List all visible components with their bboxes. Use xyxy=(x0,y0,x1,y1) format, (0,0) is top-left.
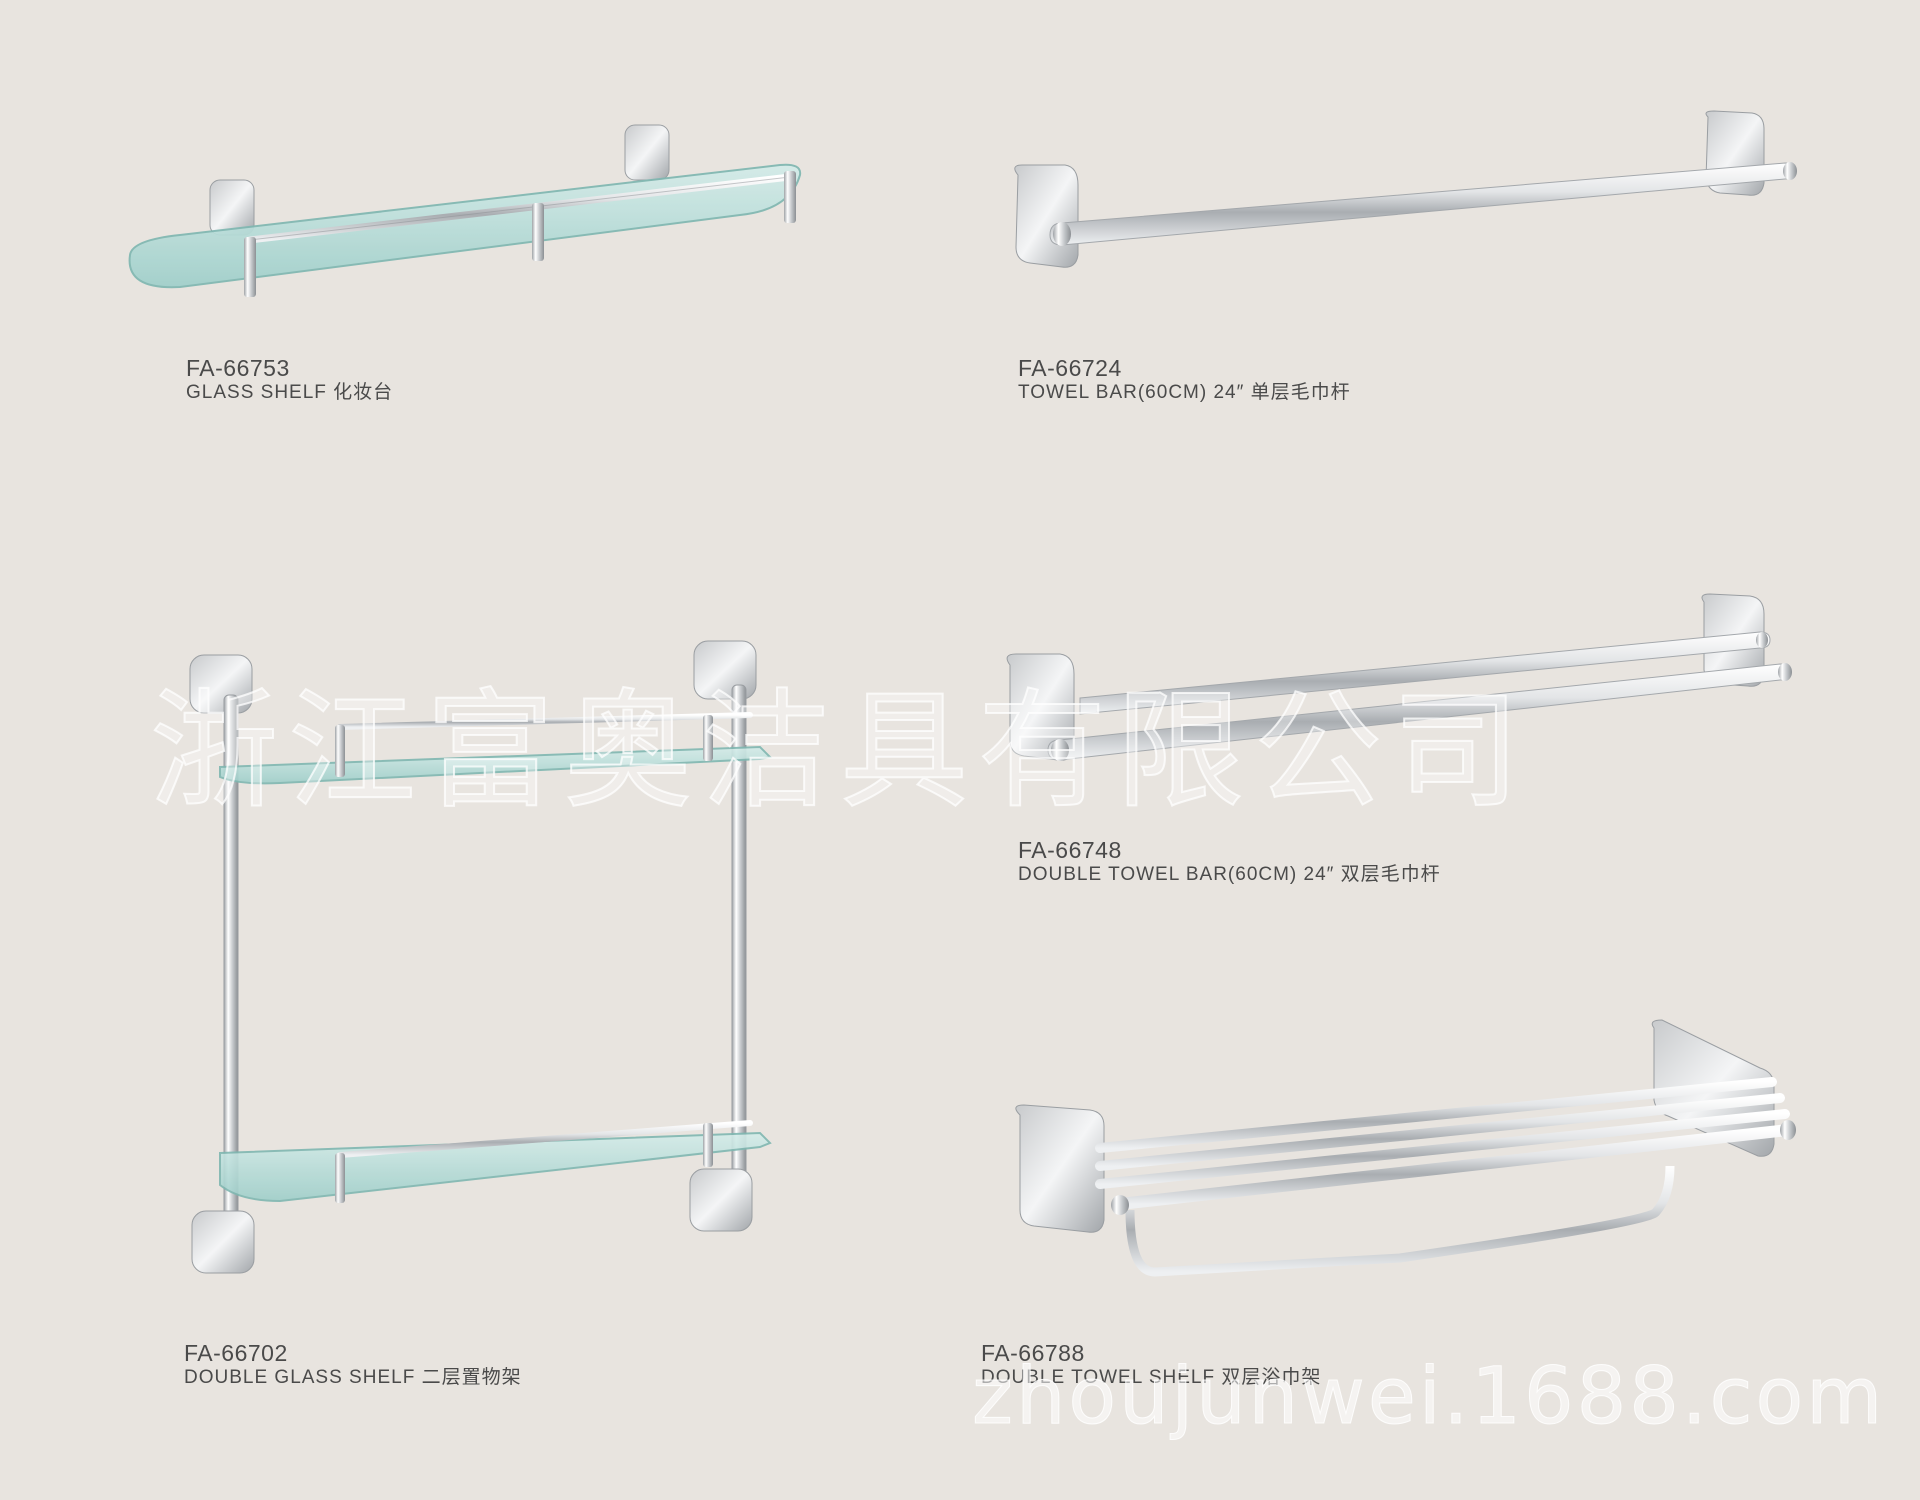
product-name: DOUBLE GLASS SHELF 二层置物架 xyxy=(184,1367,522,1388)
product-name: TOWEL BAR(60CM) 24″ 单层毛巾杆 xyxy=(1018,382,1351,403)
product-towel-bar: FA-66724 TOWEL BAR(60CM) 24″ 单层毛巾杆 xyxy=(1000,105,1800,403)
towel-bar-image xyxy=(1014,110,1797,268)
caption-double-glass-shelf: FA-66702 DOUBLE GLASS SHELF 二层置物架 xyxy=(184,1340,522,1390)
product-code: FA-66702 xyxy=(184,1340,288,1366)
caption-towel-bar: FA-66724 TOWEL BAR(60CM) 24″ 单层毛巾杆 xyxy=(1018,355,1351,405)
product-double-glass-shelf: FA-66702 DOUBLE GLASS SHELF 二层置物架 xyxy=(180,635,780,1395)
product-double-towel-bar: FA-66748 DOUBLE TOWEL BAR(60CM) 24″ 双层毛巾… xyxy=(1000,590,1800,890)
company-watermark: 浙江富奥洁具有限公司 xyxy=(149,677,1531,826)
product-code: FA-66753 xyxy=(186,355,290,381)
url-watermark: zhoujunwei.1688.com xyxy=(971,1352,1886,1442)
double-towel-bar-image xyxy=(1006,593,1792,761)
product-glass-shelf: FA-66753 GLASS SHELF 化妆台 xyxy=(120,115,840,403)
product-double-towel-shelf: FA-66788 DOUBLE TOWEL SHELF 双层浴巾架 xyxy=(980,1019,1830,1390)
glass-shelf-image xyxy=(128,124,802,297)
product-name: DOUBLE TOWEL SHELF 双层浴巾架 xyxy=(981,1367,1322,1388)
product-name: DOUBLE TOWEL BAR(60CM) 24″ 双层毛巾杆 xyxy=(1018,864,1441,885)
product-code: FA-66788 xyxy=(981,1340,1085,1366)
caption-double-towel-bar: FA-66748 DOUBLE TOWEL BAR(60CM) 24″ 双层毛巾… xyxy=(1018,837,1441,887)
caption-double-towel-shelf: FA-66788 DOUBLE TOWEL SHELF 双层浴巾架 xyxy=(981,1340,1321,1390)
double-towel-shelf-image xyxy=(1015,1019,1796,1277)
product-name: GLASS SHELF 化妆台 xyxy=(186,382,394,403)
double-glass-shelf-image xyxy=(189,640,773,1274)
product-code: FA-66748 xyxy=(1018,837,1122,863)
caption-glass-shelf: FA-66753 GLASS SHELF 化妆台 xyxy=(186,355,393,405)
product-code: FA-66724 xyxy=(1018,355,1122,381)
